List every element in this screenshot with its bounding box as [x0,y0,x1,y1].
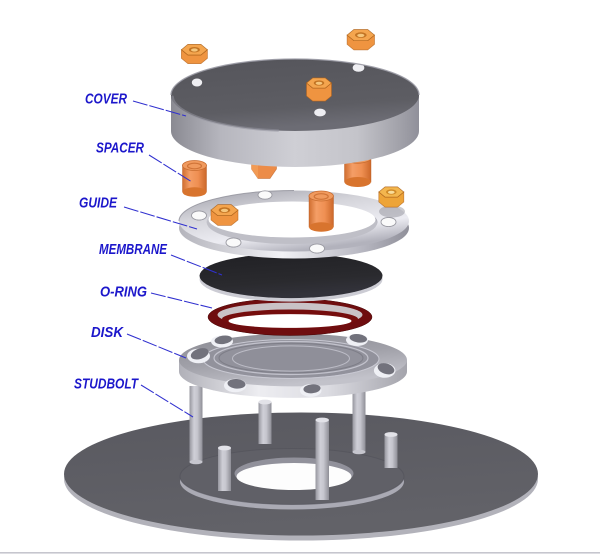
svg-text:O-RING: O-RING [100,284,147,301]
svg-text:COVER: COVER [85,91,127,108]
svg-text:STUDBOLT: STUDBOLT [74,376,139,393]
svg-text:DISK: DISK [91,324,124,341]
svg-text:MEMBRANE: MEMBRANE [99,241,168,258]
svg-text:GUIDE: GUIDE [79,195,118,212]
svg-text:SPACER: SPACER [96,140,144,157]
